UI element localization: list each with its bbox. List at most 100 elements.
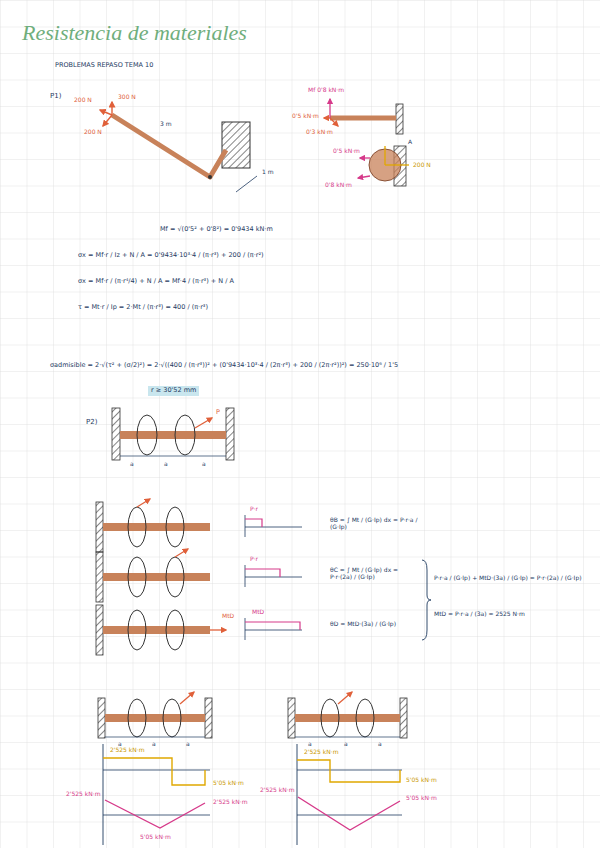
shaft-figure-part xyxy=(120,431,226,439)
bent-bar-figure-part xyxy=(100,110,112,115)
superposition-row-part xyxy=(96,552,103,602)
superposition-row-part xyxy=(245,622,300,630)
note-text: 2'525 kN·m xyxy=(110,746,145,753)
note-text: PROBLEMAS REPASO TEMA 10 xyxy=(55,62,153,70)
note-text: 0'3 kN·m xyxy=(306,128,333,135)
note-text: σadmisible = 2·√(τ² + (σ/2)²) = 2·√((400… xyxy=(50,362,398,370)
reduced-bar-figure-part xyxy=(324,117,330,118)
shaft-diagram-left-part xyxy=(105,737,205,738)
bent-bar-figure-part xyxy=(208,175,212,179)
shaft-diagram-right-part xyxy=(295,737,400,738)
cross-section-figure xyxy=(358,146,409,186)
superposition-row-part xyxy=(175,549,188,557)
note-text: A xyxy=(408,138,412,145)
superposition-row-part xyxy=(137,499,150,507)
cross-section-figure-part xyxy=(360,157,370,158)
page-title: Resistencia de materiales xyxy=(22,20,247,46)
note-text: P xyxy=(216,409,220,417)
superposition-row-part xyxy=(103,573,210,581)
superposition-row-part xyxy=(128,610,146,650)
cross-section-figure-part xyxy=(384,146,385,165)
shaft-diagram-right-part xyxy=(321,699,339,737)
note-text: 3 m xyxy=(160,120,172,127)
note-text: 200 N xyxy=(84,128,102,135)
superposition-row xyxy=(96,549,302,602)
superposition-row-part xyxy=(128,557,146,597)
brace xyxy=(422,560,431,640)
note-text: Mf 0'8 kN·m xyxy=(308,86,344,93)
shaft-figure-part xyxy=(195,418,212,428)
reduced-bar-figure-part xyxy=(330,116,396,121)
bent-bar-figure xyxy=(100,102,257,192)
note-text: 200 N xyxy=(413,161,431,168)
note-text: σx = Mf·r / (π·r⁴/4) + N / A = Mf·4 / (π… xyxy=(78,278,234,286)
superposition-row xyxy=(96,605,302,655)
superposition-row-part xyxy=(166,507,184,547)
note-text: 0'8 kN·m xyxy=(325,181,352,188)
note-text: 0'5 kN·m xyxy=(333,147,360,154)
shaft-figure xyxy=(112,408,234,460)
note-text: 300 N xyxy=(118,93,136,100)
shaft-diagram-left-part xyxy=(103,758,205,785)
note-text: a xyxy=(344,740,348,747)
note-text: 200 N xyxy=(74,96,92,103)
note-text: 5'05 kN·m xyxy=(406,794,437,801)
reduced-bar-figure xyxy=(324,99,403,134)
superposition-row-part xyxy=(245,527,302,528)
superposition-row-part xyxy=(166,557,184,597)
superposition-row-part xyxy=(128,507,146,547)
note-text: P·r xyxy=(250,555,258,562)
shaft-figure-part xyxy=(137,415,157,455)
note-text: 5'05 kN·m xyxy=(213,779,244,786)
note-text: 0'5 kN·m xyxy=(292,112,319,119)
reduced-bar-figure-part xyxy=(396,104,403,134)
note-text: a xyxy=(152,740,156,747)
note-text: 1 m xyxy=(262,168,274,175)
bent-bar-figure-part xyxy=(103,115,112,126)
shaft-diagram-left-part xyxy=(163,699,181,737)
shaft-diagram-left-part xyxy=(105,800,205,828)
shaft-diagram-right-part xyxy=(356,699,374,737)
note-text: P2) xyxy=(86,418,97,426)
note-text: a xyxy=(378,740,382,747)
bent-bar-figure-part xyxy=(111,102,112,115)
shaft-figure-part xyxy=(112,408,120,460)
note-text: a xyxy=(130,460,134,467)
superposition-row xyxy=(96,499,302,552)
shaft-diagram-left-part xyxy=(103,815,210,816)
bent-bar-figure-part xyxy=(236,176,257,192)
note-text: σx = Mf·r / Iz + N / A = 0'9434·10³·4 / … xyxy=(78,252,264,260)
note-text: θC = ∫ Mt / (G·Ip) dx = P·r·(2a) / (G·Ip… xyxy=(330,566,420,580)
shaft-diagram-left-part xyxy=(180,692,194,704)
shaft-diagram-left-part xyxy=(103,744,104,845)
superposition-row-part xyxy=(245,630,302,631)
shaft-figure-part xyxy=(120,456,226,457)
shaft-diagram-left-part xyxy=(103,770,210,771)
note-text: MtD = P·r·a / (3a) = 2525 N·m xyxy=(434,610,589,617)
superposition-row-part xyxy=(103,626,210,634)
note-text: a xyxy=(202,460,206,467)
superposition-row-part xyxy=(245,519,262,527)
note-text: P·r xyxy=(250,505,258,512)
note-text: P·r·a / (G·Ip) + MtD·(3a) / (G·Ip) = P·r… xyxy=(434,574,589,581)
note-text: MtD xyxy=(222,612,234,619)
shaft-diagram-right-part xyxy=(297,770,402,771)
shaft-diagram-right-part xyxy=(297,760,400,782)
superposition-row-part xyxy=(245,618,246,640)
shaft-diagram-left-part xyxy=(98,698,105,738)
shaft-diagram-left-part xyxy=(105,714,205,722)
shaft-diagram-left xyxy=(98,692,212,845)
bent-bar-figure-part xyxy=(222,122,250,168)
reduced-bar-figure-part xyxy=(330,118,338,126)
superposition-row-part xyxy=(96,605,103,655)
bent-bar-figure-part xyxy=(112,115,226,177)
superposition-row-part xyxy=(245,515,246,537)
superposition-row-part xyxy=(103,523,210,531)
note-text: 5'05 kN·m xyxy=(406,776,437,783)
note-text: θD = MtD·(3a) / (G·Ip) xyxy=(330,620,420,627)
note-text: P1) xyxy=(50,92,61,100)
cross-section-figure-part xyxy=(385,164,409,165)
note-text: 2'525 kN·m xyxy=(260,786,295,793)
shaft-diagram-right-part xyxy=(297,815,402,816)
